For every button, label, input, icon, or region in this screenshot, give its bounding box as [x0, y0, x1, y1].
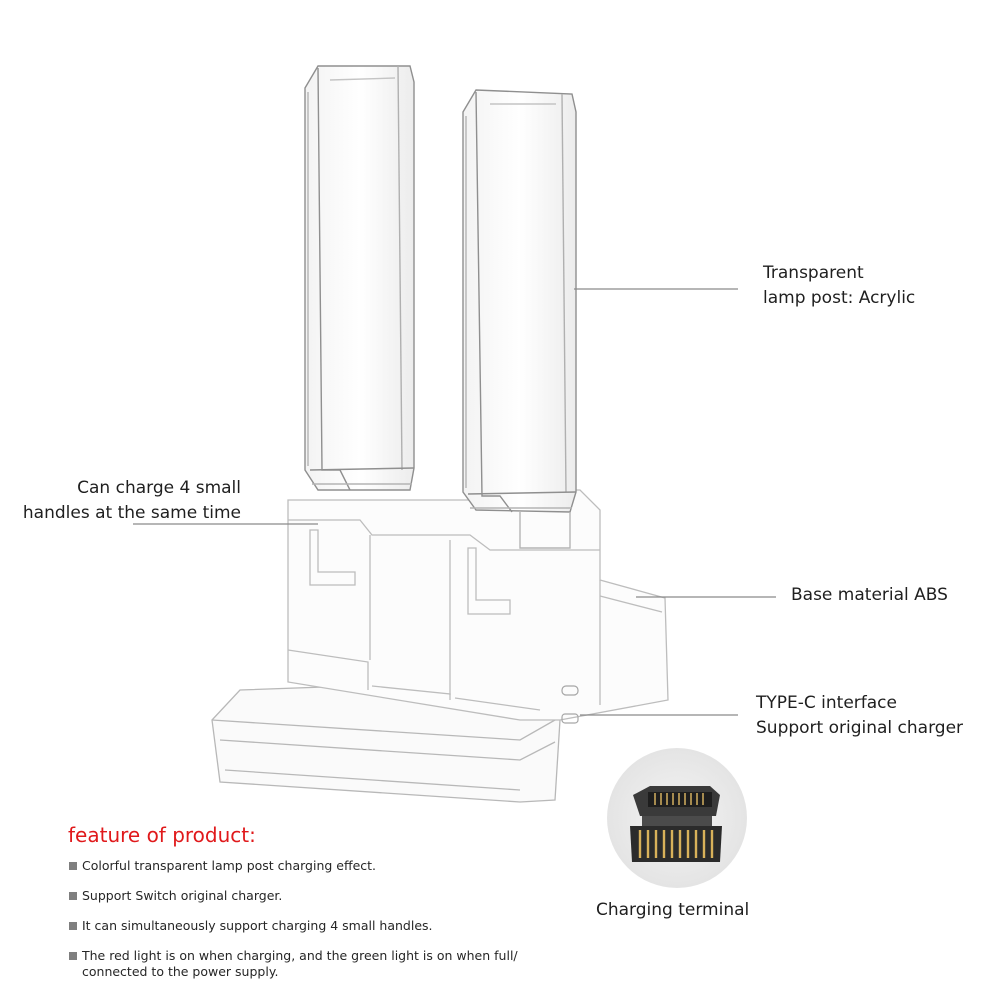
callout-type-c-line-1: TYPE-C interface [756, 693, 897, 713]
feature-text: Support Switch original charger. [82, 888, 283, 903]
feature-text: It can simultaneously support charging 4… [82, 918, 433, 933]
left-post [304, 65, 415, 491]
type-c-port [561, 685, 579, 724]
feature-item: Colorful transparent lamp post charging … [68, 858, 518, 874]
feature-item: The red light is on when charging, and t… [68, 948, 518, 980]
callout-charge-handles-line-2: handles at the same time [22, 503, 241, 523]
square-bullet-icon [69, 892, 77, 900]
charging-terminal-image [607, 748, 747, 888]
callout-charge-handles-line-1: Can charge 4 small [77, 478, 241, 498]
callout-lines [133, 288, 776, 716]
callout-base-material-text: Base material ABS [791, 585, 948, 605]
callout-base-material: Base material ABS [791, 583, 948, 608]
feature-text: Colorful transparent lamp post charging … [82, 858, 377, 873]
callout-charge-handles: Can charge 4 small handles at the same t… [23, 476, 241, 526]
callout-lamp-post: Transparent lamp post: Acrylic [763, 261, 915, 311]
right-post [462, 89, 577, 549]
callout-type-c-line-2: Support original charger [756, 718, 964, 738]
feature-item: It can simultaneously support charging 4… [68, 918, 518, 934]
charging-terminal-caption: Charging terminal [596, 900, 750, 920]
square-bullet-icon [69, 862, 77, 870]
square-bullet-icon [69, 922, 77, 930]
features-list: Colorful transparent lamp post charging … [68, 858, 518, 980]
square-bullet-icon [69, 952, 77, 960]
feature-text-line-2: connected to the power supply. [82, 964, 279, 979]
features-title: feature of product: [68, 823, 256, 847]
callout-type-c: TYPE-C interface Support original charge… [756, 691, 963, 741]
tower-body [287, 489, 669, 721]
callout-lamp-post-line-2: lamp post: Acrylic [763, 288, 916, 308]
feature-text-line-1: The red light is on when charging, and t… [82, 948, 518, 963]
callout-lamp-post-line-1: Transparent [763, 263, 864, 283]
feature-item: Support Switch original charger. [68, 888, 518, 904]
